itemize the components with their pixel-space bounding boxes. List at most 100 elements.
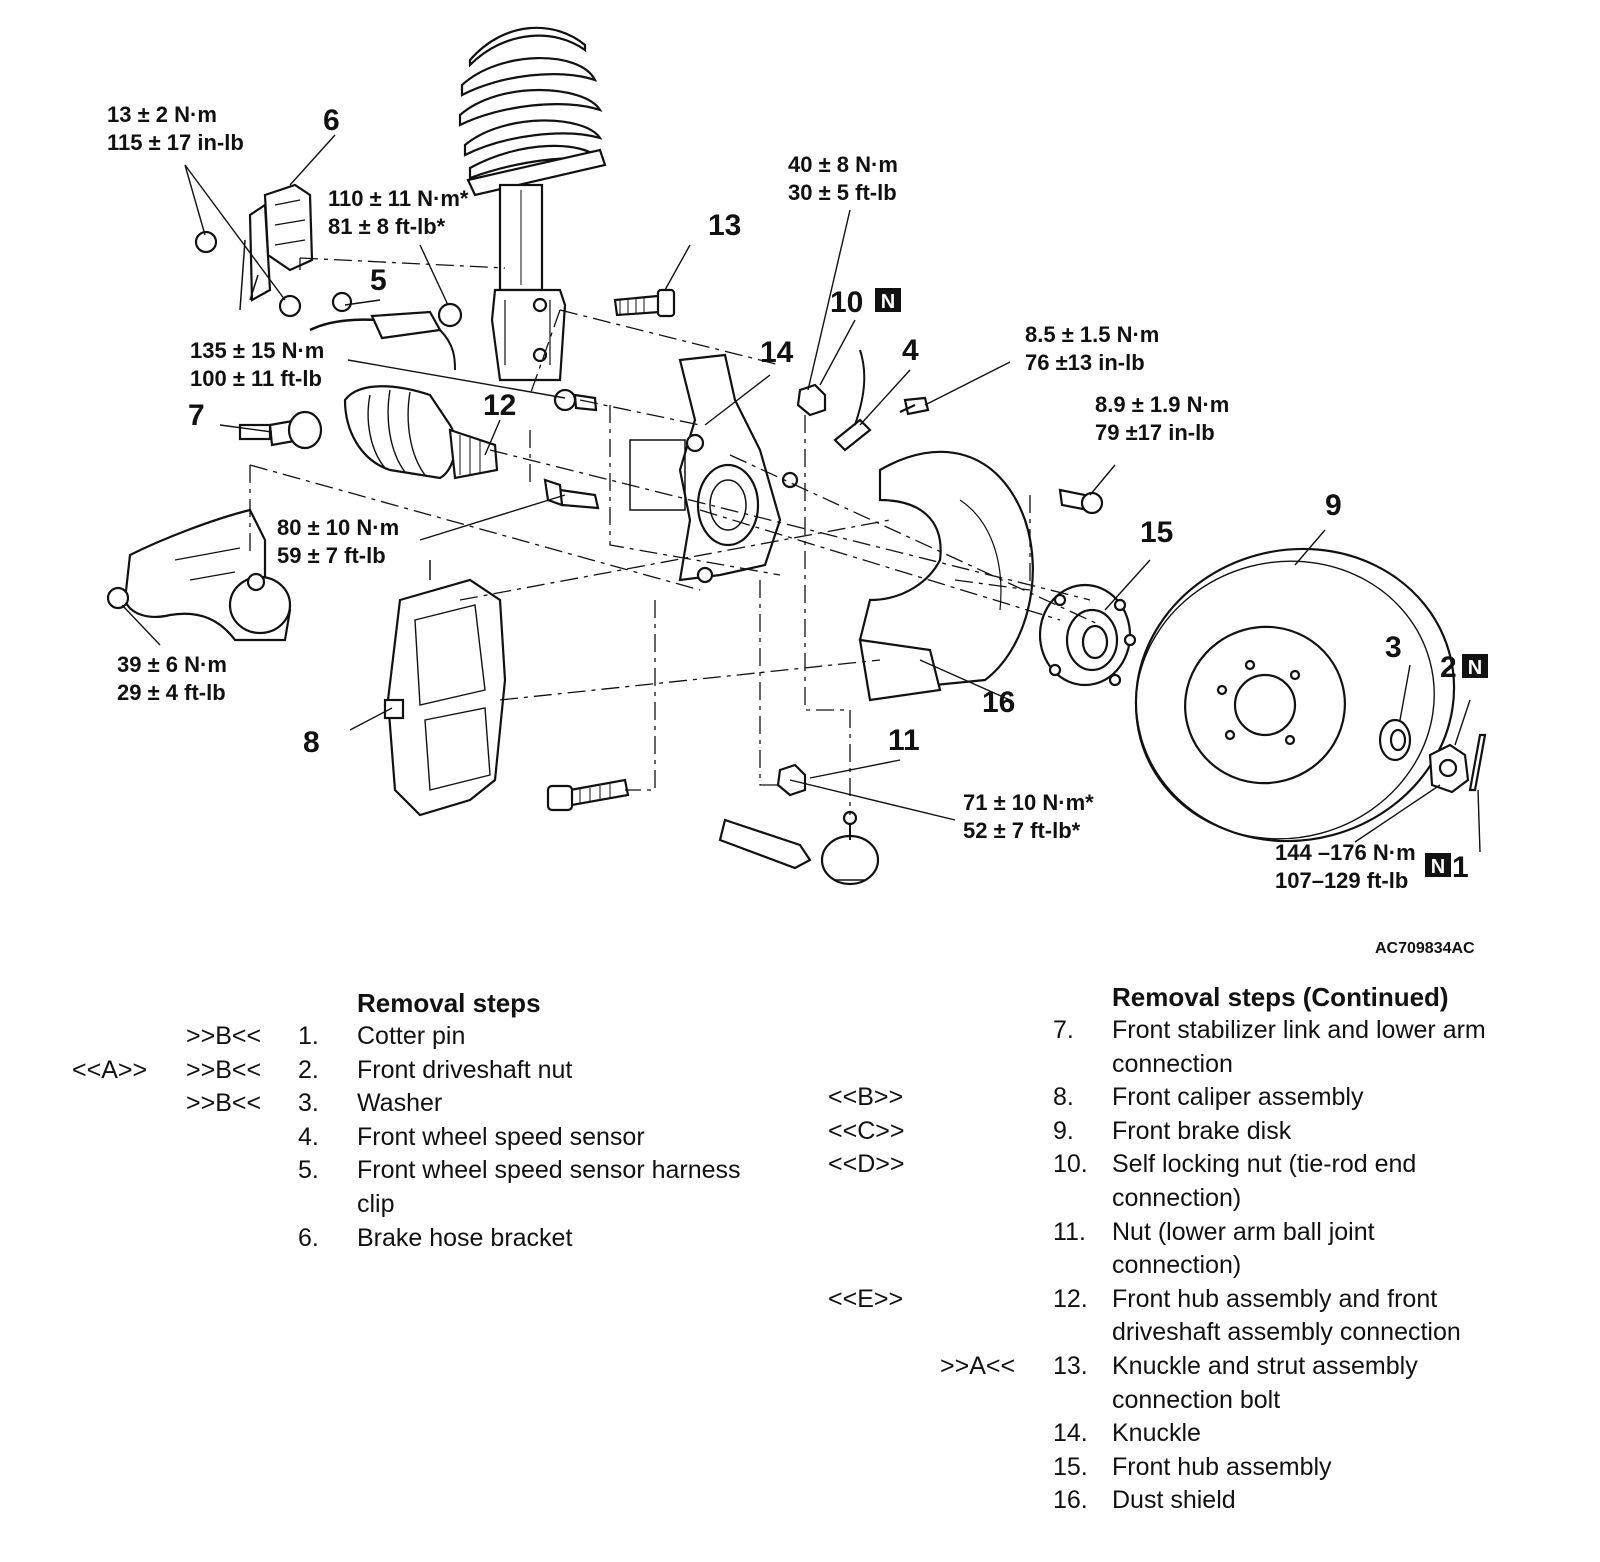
bracket-bolt-1 [194,230,218,254]
install-code: >>B<< [186,1089,262,1118]
part-1-cotter-pin [1468,733,1487,792]
list-item: 5. Front wheel speed sensor harness clip [0,1154,800,1221]
sensor-bolt [899,396,930,416]
badge-10-label: N [881,291,895,313]
tie-rod-end [718,810,880,886]
step-text: Front driveshaft nut [357,1055,573,1084]
torque-imperial: 115 ± 17 in-lb [107,130,244,155]
strut-bolt-135 [553,388,598,412]
list-item: >>A<< 13. Knuckle and strut assembly con… [800,1350,1600,1417]
step-number: 13. [1053,1351,1088,1380]
part-14-knuckle [629,353,799,584]
part-5-harness-clip [309,291,456,371]
torque-metric: 8.9 ± 1.9 N·m [1095,392,1229,417]
torque-metric: 80 ± 10 N·m [277,515,399,540]
callout-5: 5 [370,264,387,297]
callout-8: 8 [303,726,320,759]
step-text: Brake hose bracket [357,1223,573,1252]
torque-metric: 110 ± 11 N·m* [328,186,469,211]
badge-1-label: N [1431,856,1445,878]
removal-code: <<E>> [828,1284,904,1313]
list-item: >>B<< 1. Cotter pin [0,1020,800,1054]
torque-metric: 39 ± 6 N·m [117,652,227,677]
strut-nut-110 [437,302,463,328]
callout-10: 10 [830,286,863,319]
torque-imperial: 81 ± 8 ft-lb* [328,214,446,239]
step-number: 7. [1053,1016,1074,1044]
step-number: 1. [298,1022,319,1050]
step-number: 6. [298,1223,319,1252]
torque-imperial: 107–129 ft-lb [1275,868,1408,893]
callout-15: 15 [1140,516,1173,549]
install-code: >>A<< [940,1351,1016,1380]
callout-9: 9 [1325,489,1342,522]
torque-imperial: 79 ±17 in-lb [1095,420,1215,445]
strut-assembly [458,26,607,382]
list-item: 14. Knuckle [800,1417,1600,1451]
callout-14: 14 [760,336,794,369]
leader-lines [121,134,1481,853]
dust-shield-bolt [1058,488,1104,515]
part-9-brake-disk [1134,547,1456,843]
list-item: >>B<< 3. Washer [0,1087,800,1121]
list-item: 7. Front stabilizer link and lower arm c… [800,1014,1600,1081]
torque-metric: 13 ± 2 N·m [107,102,217,127]
list-item: <<E>> 12. Front hub assembly and front d… [800,1283,1600,1350]
removal-code: <<A>> [72,1055,148,1084]
step-number: 11. [1053,1217,1086,1246]
removal-steps-list: Removal steps >>B<< 1. Cotter pin <<A>> … [0,986,800,1255]
step-text: Front brake disk [1112,1116,1292,1145]
list-item: <<C>> 9. Front brake disk [800,1115,1600,1149]
removal-steps-continued-heading: Removal steps (Continued) [1112,982,1449,1012]
step-number: 8. [1053,1083,1074,1112]
torque-metric: 71 ± 10 N·m* [963,790,1094,815]
callout-2: 2 [1440,651,1457,684]
callout-16: 16 [982,686,1015,719]
knuckle-bolt-80 [543,478,600,510]
step-number: 16. [1053,1486,1088,1515]
removal-code: <<B>> [828,1083,904,1112]
list-item: <<B>> 8. Front caliper assembly [800,1081,1600,1115]
step-text: Front stabilizer link and lower arm conn… [1112,1016,1486,1078]
badge-2: N [1462,654,1488,679]
callout-3: 3 [1385,631,1402,664]
removal-code: <<C>> [828,1116,905,1145]
step-text: Cotter pin [357,1022,466,1050]
badge-10: N [875,288,901,313]
step-number: 2. [298,1055,319,1084]
part-8-caliper [383,560,507,817]
part-6-brake-hose-bracket [239,183,314,311]
badge-1: N [1425,853,1451,878]
removal-code: <<D>> [828,1150,905,1179]
torque-imperial: 30 ± 5 ft-lb [788,180,897,205]
part-15-front-hub [1038,583,1137,687]
callout-7: 7 [188,399,205,432]
caliper-bolt [546,778,630,812]
step-number: 14. [1053,1419,1088,1448]
torque-metric: 40 ± 8 N·m [788,152,898,177]
callout-1: 1 [1452,851,1469,884]
step-text: Nut (lower arm ball joint connection) [1112,1217,1375,1280]
part-12-driveshaft [343,385,499,480]
torque-metric: 135 ± 15 N·m [190,338,324,363]
torque-imperial: 76 ±13 in-lb [1025,350,1145,375]
torque-imperial: 29 ± 4 ft-lb [117,680,226,705]
list-item: 11. Nut (lower arm ball joint connection… [800,1216,1600,1283]
step-text: Self locking nut (tie-rod end connection… [1112,1150,1417,1212]
torque-imperial: 100 ± 11 ft-lb [190,366,322,391]
step-text: Front hub assembly [1112,1452,1332,1481]
list-item: 4. Front wheel speed sensor [0,1121,800,1155]
part-2-driveshaft-nut [1428,743,1470,794]
step-text: Front caliper assembly [1112,1083,1364,1112]
step-number: 10. [1053,1150,1088,1179]
part-13-bolt [613,288,676,318]
step-number: 12. [1053,1284,1088,1313]
part-10-self-locking-nut [796,383,827,417]
part-3-washer [1378,718,1412,762]
bracket-bolt-2 [278,294,302,318]
list-item: <<D>> 10. Self locking nut (tie-rod end … [800,1148,1600,1215]
step-text: Front hub assembly and front driveshaft … [1112,1284,1461,1347]
step-text: Front wheel speed sensor [357,1122,645,1151]
torque-metric: 8.5 ± 1.5 N·m [1025,322,1159,347]
